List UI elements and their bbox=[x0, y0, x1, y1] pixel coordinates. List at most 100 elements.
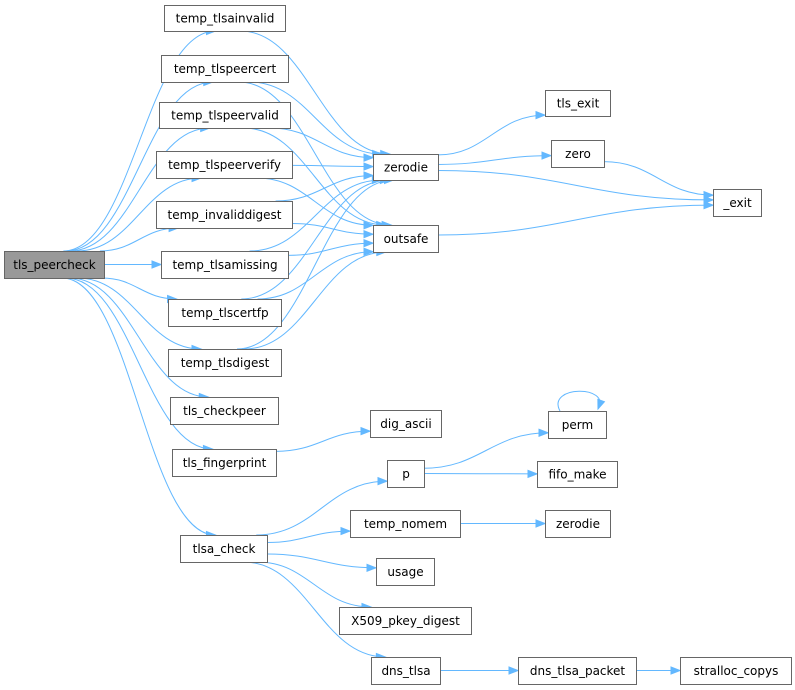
node-box bbox=[376, 558, 435, 586]
edge-arrowhead bbox=[597, 398, 606, 411]
edge-temp_tlspeerverify-to-outsafe bbox=[257, 177, 375, 230]
node-box bbox=[156, 151, 293, 179]
edge-line bbox=[65, 81, 213, 252]
node-label: p bbox=[402, 467, 410, 481]
edge-arrowhead bbox=[363, 221, 375, 230]
node-temp-tlsdigest[interactable]: temp_tlsdigest bbox=[168, 349, 282, 377]
edge-temp_tlspeerverify-to-zerodie bbox=[291, 162, 375, 171]
edge-line bbox=[437, 204, 714, 236]
edge-temp_tlspeervalid-to-zerodie bbox=[269, 127, 375, 162]
edge-line bbox=[243, 127, 386, 226]
node-label: tls_checkpeer bbox=[183, 404, 266, 418]
node-box bbox=[387, 460, 425, 488]
node-label: dns_tlsa bbox=[381, 664, 430, 678]
node-box bbox=[551, 140, 605, 168]
node-temp-tlscertfp[interactable]: temp_tlscertfp bbox=[168, 299, 282, 327]
edge-arrowhead bbox=[151, 260, 163, 269]
node-label: dig_ascii bbox=[380, 417, 431, 431]
node-X509-pkey-digest[interactable]: X509_pkey_digest bbox=[339, 607, 472, 635]
node-label: temp_invaliddigest bbox=[168, 208, 282, 222]
node-temp-tlsamissing[interactable]: temp_tlsamissing bbox=[161, 251, 289, 279]
edge-line bbox=[256, 480, 388, 536]
edge-line bbox=[62, 277, 216, 536]
edge-dns_tlsa-to-dns_tlsa_packet bbox=[439, 666, 520, 675]
node-box bbox=[371, 657, 441, 685]
node-tls-checkpeer[interactable]: tls_checkpeer bbox=[170, 397, 279, 425]
edge-arrowhead bbox=[535, 519, 547, 528]
edge-tlsa_check-to-temp_nomem bbox=[266, 526, 352, 544]
node-temp-tlspeervalid[interactable]: temp_tlspeervalid bbox=[159, 102, 291, 129]
node-p[interactable]: p bbox=[387, 460, 425, 488]
node-box bbox=[548, 411, 607, 439]
edge-line bbox=[249, 179, 382, 252]
node-box bbox=[168, 349, 282, 377]
node-box bbox=[172, 449, 277, 477]
node-label: zerodie bbox=[384, 161, 428, 175]
edge-line bbox=[291, 222, 374, 235]
edge-tls_peercheck-to-temp_tlsamissing bbox=[104, 260, 163, 269]
node-box bbox=[170, 397, 279, 425]
edge-line bbox=[275, 175, 374, 202]
edge-arrowhead bbox=[670, 666, 682, 675]
node-dns-tlsa[interactable]: dns_tlsa bbox=[371, 657, 441, 685]
node-outsafe[interactable]: outsafe bbox=[373, 225, 439, 253]
node-zerodie[interactable]: zerodie bbox=[373, 154, 439, 181]
edge-line bbox=[257, 251, 374, 300]
node-dig-ascii[interactable]: dig_ascii bbox=[370, 410, 442, 438]
node-box bbox=[4, 251, 105, 279]
node-usage[interactable]: usage bbox=[376, 558, 435, 586]
edge-arrowhead bbox=[366, 563, 378, 573]
node-tlsa-check[interactable]: tlsa_check bbox=[180, 535, 268, 563]
node-label: temp_nomem bbox=[364, 517, 447, 531]
edge-temp_nomem-to-zerodie2 bbox=[460, 519, 547, 528]
edge-tls_peercheck-to-temp_tlspeervalid bbox=[69, 123, 212, 252]
node-label: temp_tlspeercert bbox=[174, 62, 277, 76]
edge-tlsa_check-to-X509_pkey_digest bbox=[257, 561, 373, 612]
node-box bbox=[156, 201, 293, 229]
node-zero[interactable]: zero bbox=[551, 140, 605, 168]
edge-line bbox=[437, 169, 714, 201]
edge-zerodie-to-_exit bbox=[437, 169, 715, 205]
node-box bbox=[164, 5, 286, 32]
node-box bbox=[370, 410, 442, 438]
edge-arrowhead bbox=[703, 190, 715, 200]
node-temp-tlspeerverify[interactable]: temp_tlspeerverify bbox=[156, 151, 293, 179]
node--exit[interactable]: _exit bbox=[713, 189, 762, 217]
node-label: dns_tlsa_packet bbox=[530, 664, 626, 678]
node-fifo-make[interactable]: fifo_make bbox=[537, 461, 618, 488]
edge-line bbox=[603, 161, 714, 196]
node-zerodie2[interactable]: zerodie bbox=[545, 510, 611, 538]
edge-line bbox=[63, 30, 216, 252]
edge-line bbox=[65, 277, 213, 450]
edge-arrowhead bbox=[377, 476, 389, 486]
node-perm[interactable]: perm bbox=[548, 411, 607, 439]
node-label: zero bbox=[565, 147, 591, 161]
node-label: X509_pkey_digest bbox=[351, 614, 460, 628]
edge-line bbox=[266, 553, 377, 569]
edge-dns_tlsa_packet-to-stralloc_copys bbox=[635, 666, 682, 675]
node-temp-tlspeercert[interactable]: temp_tlspeercert bbox=[161, 55, 289, 83]
node-temp-tlsainvalid[interactable]: temp_tlsainvalid bbox=[164, 5, 286, 32]
node-label: tlsa_check bbox=[193, 542, 256, 556]
node-tls-fingerprint[interactable]: tls_fingerprint bbox=[172, 449, 277, 477]
node-label: tls_fingerprint bbox=[183, 456, 267, 470]
edge-temp_tlsamissing-to-outsafe bbox=[287, 238, 375, 256]
node-temp-invaliddigest[interactable]: temp_invaliddigest bbox=[156, 201, 293, 229]
node-tls-peercheck[interactable]: tls_peercheck bbox=[4, 251, 105, 279]
edge-temp_invaliddigest-to-zerodie bbox=[275, 171, 375, 202]
node-tls-exit[interactable]: tls_exit bbox=[545, 90, 611, 117]
edge-p-to-fifo_make bbox=[423, 469, 539, 479]
node-label: perm bbox=[562, 418, 593, 432]
edge-tlsa_check-to-p bbox=[256, 476, 389, 536]
node-label: outsafe bbox=[384, 232, 429, 246]
node-label: usage bbox=[387, 565, 423, 579]
node-label: stralloc_copys bbox=[694, 664, 779, 678]
edge-temp_invaliddigest-to-outsafe bbox=[291, 222, 375, 239]
edge-outsafe-to-_exit bbox=[437, 200, 715, 236]
edge-arrowhead bbox=[363, 238, 375, 248]
node-dns-tlsa-packet[interactable]: dns_tlsa_packet bbox=[518, 657, 637, 685]
node-temp-nomem[interactable]: temp_nomem bbox=[350, 510, 461, 538]
edge-line bbox=[249, 81, 382, 155]
node-stralloc-copys[interactable]: stralloc_copys bbox=[680, 657, 792, 685]
